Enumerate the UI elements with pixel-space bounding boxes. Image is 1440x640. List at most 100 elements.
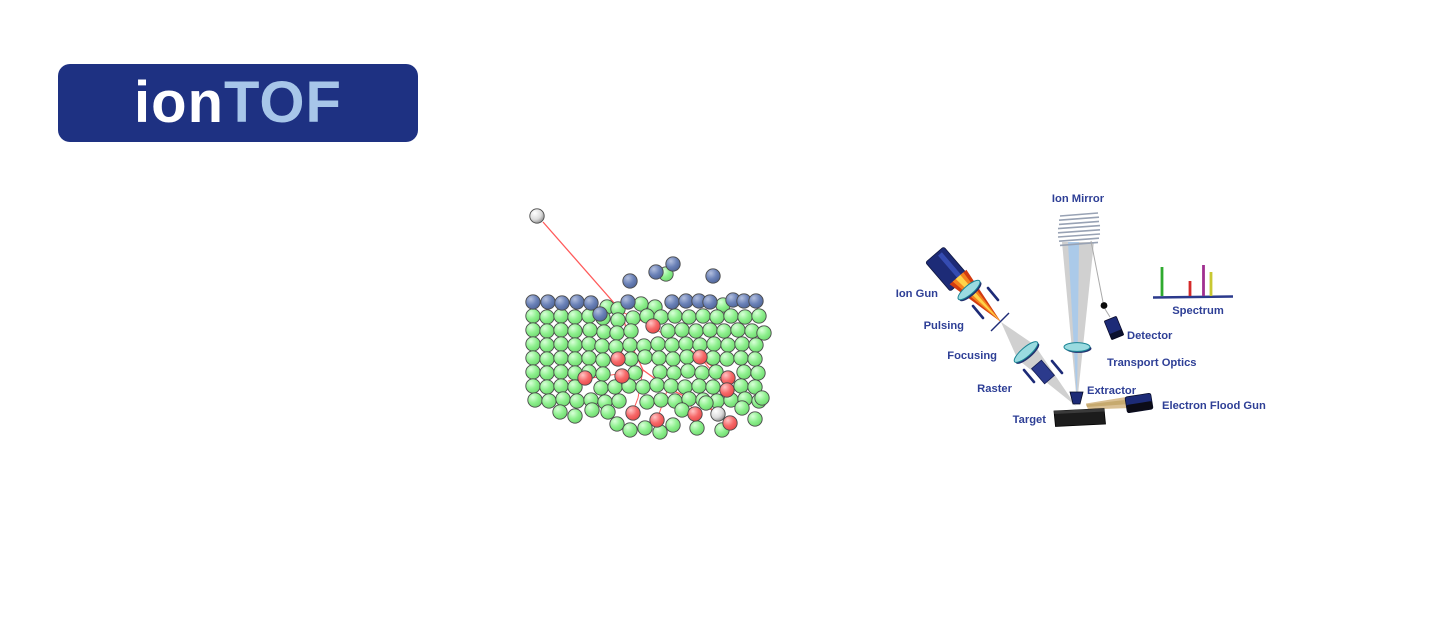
substrate-atom (553, 308, 569, 324)
substrate-atom (663, 378, 679, 394)
displaced-atom (722, 415, 738, 431)
substrate-atom (539, 379, 555, 395)
surface-atom (592, 306, 608, 322)
substrate-atom (674, 322, 690, 338)
substrate-atom (754, 390, 770, 406)
substrate-atom (594, 338, 610, 354)
substrate-atom (751, 308, 767, 324)
substrate-atom (706, 336, 722, 352)
spectrum-axis (1152, 295, 1234, 299)
substrate-atom (584, 402, 600, 418)
substrate-atom (674, 402, 690, 418)
substrate-atom (716, 323, 732, 339)
substrate-atom (611, 393, 627, 409)
substrate-atom (627, 365, 643, 381)
substrate-atom (660, 323, 676, 339)
substrate-atom (553, 336, 569, 352)
substrate-atom (623, 323, 639, 339)
surface-atom (569, 294, 585, 310)
cascade-line (542, 221, 623, 313)
substrate-atom (639, 394, 655, 410)
displaced-atom (692, 349, 708, 365)
substrate-atom (539, 351, 555, 367)
substrate-atom (622, 422, 638, 438)
dot-to-detector-path (1104, 308, 1111, 318)
substrate-atom (525, 322, 541, 338)
label-target: Target (1013, 414, 1047, 426)
substrate-atom (581, 336, 597, 352)
surface-atom (678, 293, 694, 309)
substrate-atom (756, 325, 772, 341)
substrate-atom (609, 416, 625, 432)
ion-mirror-icon (1057, 212, 1101, 247)
ion-dot (1100, 302, 1108, 309)
focusing-lens-icon (1013, 341, 1040, 364)
substrate-atom (736, 364, 752, 380)
surface-atom (554, 295, 570, 311)
substrate-atom (679, 349, 695, 365)
displaced-atom (649, 412, 665, 428)
surface-atom (583, 295, 599, 311)
substrate-atom (708, 364, 724, 380)
substrate-atom (552, 404, 568, 420)
projectile-atom (710, 406, 726, 422)
substrate-atom (747, 411, 763, 427)
label-extractor: Extractor (1087, 385, 1137, 397)
projectile-atom (529, 208, 545, 224)
substrate-atom (667, 308, 683, 324)
substrate-atom (733, 350, 749, 366)
tof-sims-schematic: Ion Mirror Ion Gun Pulsing Focusing Rast… (896, 193, 1266, 427)
substrate-atom (737, 309, 753, 325)
substrate-atom (567, 323, 583, 339)
substrate-atom (747, 379, 763, 395)
label-ion-mirror: Ion Mirror (1052, 193, 1105, 205)
substrate-atom (689, 420, 705, 436)
substrate-atom (705, 350, 721, 366)
substrate-atom (650, 336, 666, 352)
substrate-atom (698, 395, 714, 411)
secondary-beam-cone (1062, 242, 1094, 404)
collision-cascade-diagram (525, 208, 772, 440)
substrate-atom (553, 378, 569, 394)
label-pulsing: Pulsing (924, 320, 965, 332)
substrate-atom (553, 322, 569, 338)
substrate-atom (665, 351, 681, 367)
label-transport-optics: Transport Optics (1107, 357, 1197, 369)
gun-lens-icon (957, 279, 981, 301)
spectrum-chart (1152, 265, 1234, 299)
ion-gun-icon (925, 247, 1001, 322)
substrate-atom (665, 417, 681, 433)
substrate-atom (600, 404, 616, 420)
label-electron-flood-gun: Electron Flood Gun (1162, 400, 1266, 412)
surface-atom (705, 268, 721, 284)
substrate-atom (691, 378, 707, 394)
substrate-atom (720, 337, 736, 353)
substrate-atom (695, 308, 711, 324)
substrate-atom (525, 364, 541, 380)
secondary-ion-beam (1068, 242, 1079, 403)
pulsing-aperture-icon (990, 312, 1010, 332)
substrate-atom (596, 324, 612, 340)
substrate-atom (622, 337, 638, 353)
substrate-atom (581, 350, 597, 366)
substrate-atom (637, 420, 653, 436)
surface-atom (622, 273, 638, 289)
substrate-atom (595, 352, 611, 368)
substrate-atom (680, 363, 696, 379)
spectrum-peaks (1152, 265, 1234, 299)
substrate-atom (705, 379, 721, 395)
substrate-atom (730, 322, 746, 338)
substrate-atom (539, 337, 555, 353)
substrate-atom (652, 364, 668, 380)
surface-atom (748, 293, 764, 309)
substrate-atom (678, 336, 694, 352)
pulsing-plates-icon (971, 286, 1000, 320)
logo-text-tof: TOF (224, 70, 342, 135)
substrate-atom (555, 391, 571, 407)
substrate-atom (541, 393, 557, 409)
transport-optics-lens-icon (1063, 342, 1092, 353)
substrate-atom (688, 323, 704, 339)
substrate-atom (569, 393, 585, 409)
